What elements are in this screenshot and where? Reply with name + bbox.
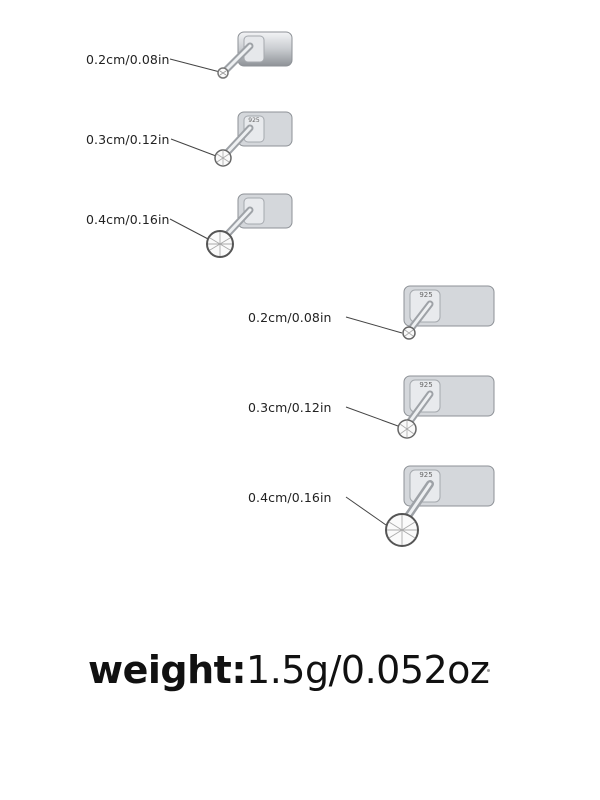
stud-earring-image-6: 925 (385, 465, 495, 547)
stud-earring-image-4: 925 (402, 285, 495, 340)
svg-text:925: 925 (419, 381, 432, 389)
weight-text: weight:1.5g/0.052oz (88, 648, 490, 692)
size-label-3: 0.4cm/0.16in (86, 212, 170, 227)
size-label-6: 0.4cm/0.16in (248, 490, 332, 505)
stud-earring-image-1 (217, 31, 293, 79)
weight-value: 1.5g/0.052oz (246, 648, 490, 692)
svg-text:925: 925 (248, 117, 260, 124)
stud-earring-image-3 (206, 193, 293, 258)
decorative-dot (487, 669, 490, 672)
stud-earring-image-5: 925 (397, 375, 495, 439)
leader-line-5 (345, 406, 399, 427)
size-label-5: 0.3cm/0.12in (248, 400, 332, 415)
size-label-1: 0.2cm/0.08in (86, 52, 170, 67)
size-label-2: 0.3cm/0.12in (86, 132, 170, 147)
leader-line-4 (345, 316, 403, 334)
svg-text:925: 925 (419, 471, 432, 479)
stud-earring-image-2: 925 (214, 111, 293, 167)
weight-prefix: weight: (88, 648, 247, 692)
size-label-4: 0.2cm/0.08in (248, 310, 332, 325)
svg-text:925: 925 (419, 291, 432, 299)
